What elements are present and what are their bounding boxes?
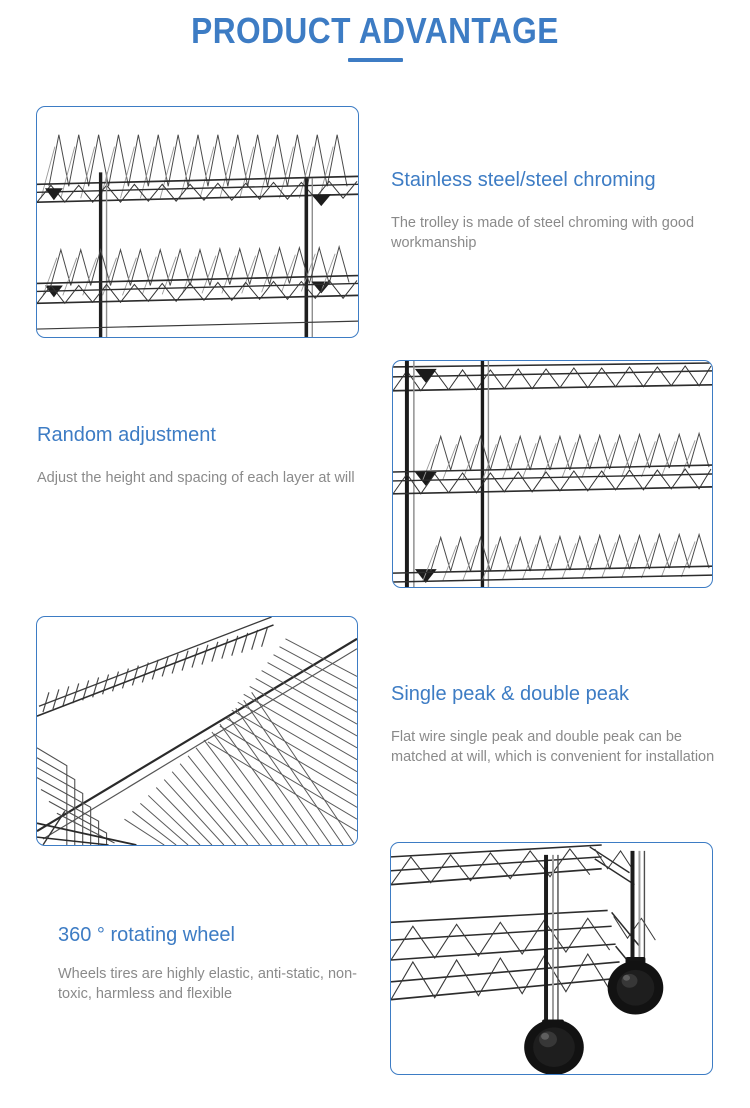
feature-text-stainless-steel: Stainless steel/steel chroming The troll… xyxy=(391,168,721,253)
feature-text-random-adjustment: Random adjustment Adjust the height and … xyxy=(37,423,372,489)
feature-image-random-adjustment xyxy=(392,360,713,588)
feature-body-random-adjustment: Adjust the height and spacing of each la… xyxy=(37,470,355,486)
feature-image-stainless-steel xyxy=(36,106,359,338)
trolley-caster-wheels-illustration xyxy=(391,844,664,1074)
caster-wheel-rear xyxy=(607,957,664,1015)
page-title: PRODUCT ADVANTAGE xyxy=(191,10,559,51)
wire-shelf-two-tier-illustration xyxy=(37,134,358,337)
caster-wheel-front xyxy=(524,1019,584,1074)
feature-body-rotating-wheel: Wheels tires are highly elastic, anti-st… xyxy=(58,966,357,1002)
feature-image-single-double-peak xyxy=(36,616,358,846)
feature-body-single-double-peak: Flat wire single peak and double peak ca… xyxy=(391,729,715,765)
wire-rack-three-tier-illustration xyxy=(393,361,712,587)
feature-image-rotating-wheel xyxy=(390,842,713,1075)
feature-heading-stainless-steel: Stainless steel/steel chroming xyxy=(391,169,656,191)
feature-heading-rotating-wheel: 360 ° rotating wheel xyxy=(58,924,236,946)
feature-body-stainless-steel: The trolley is made of steel chroming wi… xyxy=(391,215,695,251)
feature-heading-random-adjustment: Random adjustment xyxy=(37,424,216,446)
flat-wire-peaks-closeup-illustration xyxy=(37,617,357,845)
feature-heading-single-double-peak: Single peak & double peak xyxy=(391,683,629,705)
title-underline-accent xyxy=(348,58,403,62)
feature-text-single-double-peak: Single peak & double peak Flat wire sing… xyxy=(391,682,719,767)
feature-text-rotating-wheel: 360 ° rotating wheel Wheels tires are hi… xyxy=(58,923,388,1004)
